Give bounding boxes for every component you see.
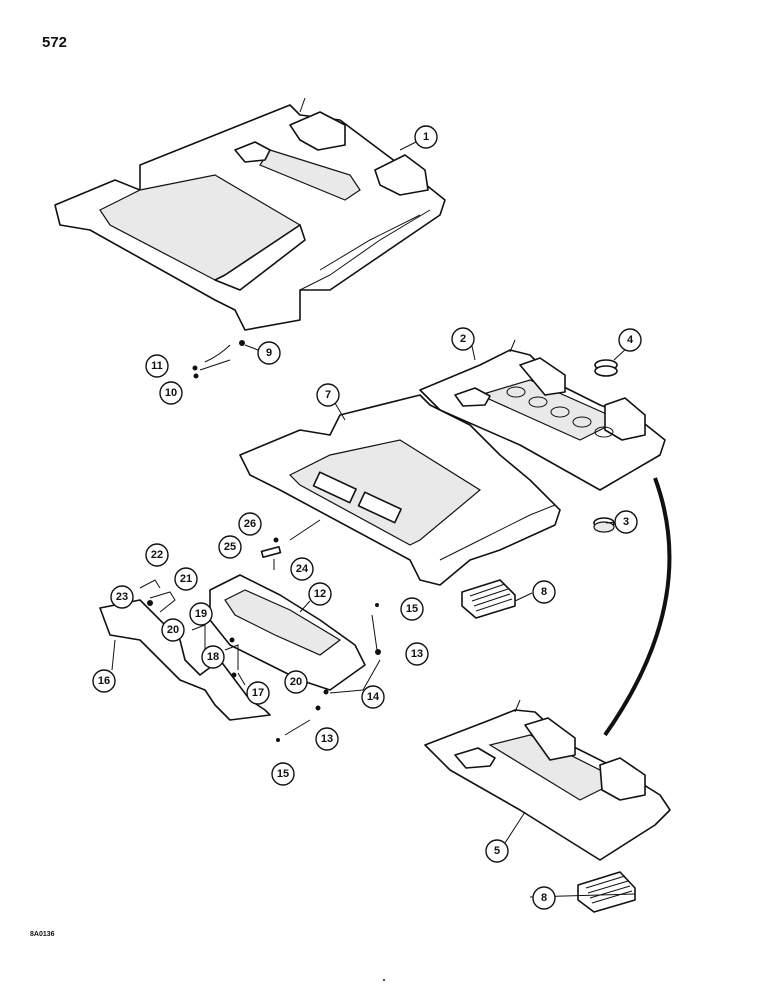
svg-text:2: 2 (460, 333, 466, 345)
callout-3: 3 (614, 510, 638, 534)
floor-mat-assembly-part-1 (54, 97, 446, 331)
svg-text:15: 15 (406, 603, 418, 615)
front-floor-mat-part-2 (419, 339, 666, 491)
floor-mat-part-5 (424, 699, 671, 861)
callout-4: 4 (618, 328, 642, 352)
pedal-pad-part-8-lower (577, 871, 636, 913)
svg-text:13: 13 (411, 648, 423, 660)
svg-text:25: 25 (224, 541, 236, 553)
svg-text:21: 21 (180, 573, 192, 585)
svg-text:20: 20 (290, 676, 302, 688)
callout-11: 11 (145, 354, 169, 378)
svg-text:7: 7 (325, 389, 331, 401)
svg-text:9: 9 (266, 347, 272, 359)
svg-text:18: 18 (207, 651, 219, 663)
callout-16: 16 (92, 669, 116, 693)
callout-7: 7 (316, 383, 340, 407)
callout-8-upper: 8 (532, 580, 556, 604)
pedal-pad-part-8-upper (461, 579, 516, 619)
callout-19: 19 (189, 602, 213, 626)
svg-text:13: 13 (321, 733, 333, 745)
svg-text:5: 5 (494, 845, 500, 857)
svg-text:8: 8 (541, 892, 547, 904)
svg-text:11: 11 (151, 360, 163, 372)
grommet-part-4 (594, 359, 618, 377)
svg-text:4: 4 (627, 334, 634, 346)
callout-22: 22 (145, 543, 169, 567)
callout-9: 9 (257, 341, 281, 365)
callout-18: 18 (201, 645, 225, 669)
tunnel-mat-part-12 (209, 574, 366, 691)
tunnel-cover-part-16 (99, 599, 271, 721)
callout-20-left: 20 (161, 618, 185, 642)
callout-5: 5 (485, 839, 509, 863)
svg-text:17: 17 (252, 687, 264, 699)
callout-1: 1 (414, 125, 438, 149)
callout-24: 24 (290, 557, 314, 581)
callout-21: 21 (174, 567, 198, 591)
callout-17: 17 (246, 681, 270, 705)
callout-15-upper: 15 (400, 597, 424, 621)
svg-text:8: 8 (541, 586, 547, 598)
callout-2: 2 (451, 327, 475, 351)
svg-text:1: 1 (423, 131, 429, 143)
callout-15-lower: 15 (271, 762, 295, 786)
svg-text:12: 12 (314, 588, 326, 600)
callout-10: 10 (159, 381, 183, 405)
svg-text:24: 24 (296, 563, 309, 575)
callout-12: 12 (308, 582, 332, 606)
hardware-group (139, 340, 672, 742)
page-mark (383, 979, 385, 981)
callout-20-right: 20 (284, 670, 308, 694)
callout-8-lower: 8 (532, 886, 556, 910)
svg-text:20: 20 (167, 624, 179, 636)
svg-text:26: 26 (244, 518, 256, 530)
callout-25: 25 (218, 535, 242, 559)
figure-id: 8A0136 (30, 931, 55, 938)
callout-14: 14 (361, 685, 385, 709)
svg-text:15: 15 (277, 768, 289, 780)
rear-floor-mat-part-7 (239, 394, 561, 586)
plug-part-3 (593, 517, 615, 533)
svg-text:16: 16 (98, 675, 110, 687)
callout-13-upper: 13 (405, 642, 429, 666)
callout-26: 26 (238, 512, 262, 536)
page-number: 572 (42, 34, 68, 51)
svg-text:3: 3 (623, 516, 629, 528)
callout-13-lower: 13 (315, 727, 339, 751)
svg-text:14: 14 (367, 691, 380, 703)
svg-text:19: 19 (195, 608, 207, 620)
callout-23: 23 (110, 585, 134, 609)
svg-text:22: 22 (151, 549, 163, 561)
svg-text:23: 23 (116, 591, 128, 603)
svg-text:10: 10 (165, 387, 177, 399)
